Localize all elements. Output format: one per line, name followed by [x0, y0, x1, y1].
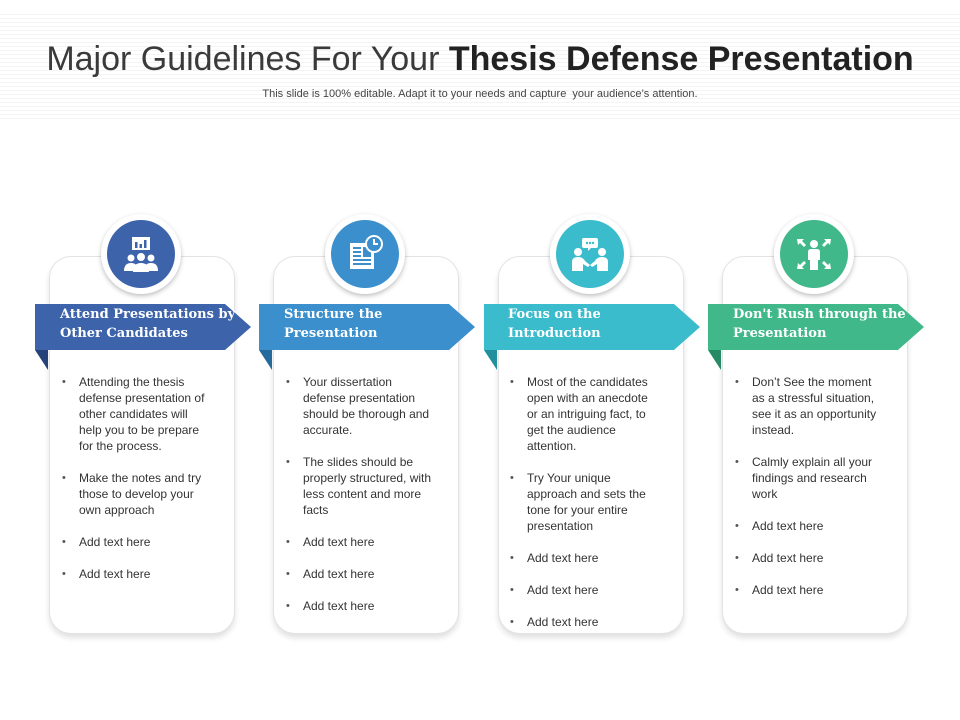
bullet-list-1: Attending the thesis defense presentatio…: [61, 374, 211, 598]
banner-fold-3: [484, 350, 497, 370]
list-item: Add text here: [734, 550, 884, 566]
icon-circle-3: [550, 214, 630, 294]
list-item: Add text here: [509, 550, 659, 566]
list-item: Add text here: [61, 566, 211, 582]
banner-fold-4: [708, 350, 721, 370]
list-item: Add text here: [509, 582, 659, 598]
conversation-handshake-icon: [572, 238, 608, 271]
list-item: Don’t See the moment as a stressful situ…: [734, 374, 884, 438]
list-item: Your dissertation defense presentation s…: [285, 374, 435, 438]
audience-chart-icon: [124, 237, 158, 272]
list-item: Add text here: [285, 534, 435, 550]
list-item: Calmly explain all your findings and res…: [734, 454, 884, 502]
header-band: [0, 14, 960, 122]
title-regular: Major Guidelines For Your: [46, 40, 449, 78]
guideline-heading-4: Don't Rush through the Presentation: [733, 307, 906, 341]
list-item: Attending the thesis defense presentatio…: [61, 374, 211, 454]
slide-title: Major Guidelines For Your Thesis Defense…: [0, 40, 960, 79]
list-item: Add text here: [734, 582, 884, 598]
bullet-list-4: Don’t See the moment as a stressful situ…: [734, 374, 884, 614]
banner-fold-1: [35, 350, 48, 370]
bullet-list-2: Your dissertation defense presentation s…: [285, 374, 435, 630]
icon-circle-fill-3: [556, 220, 624, 288]
guideline-heading-3: Focus on the Introduction: [508, 307, 601, 341]
icon-circle-fill-4: [780, 220, 848, 288]
icon-circle-1: [101, 214, 181, 294]
document-clock-icon: [350, 235, 383, 269]
slide-subtitle: This slide is 100% editable. Adapt it to…: [262, 88, 698, 100]
list-item: The slides should be properly structured…: [285, 454, 435, 518]
list-item: Add text here: [285, 566, 435, 582]
guideline-heading-2: Structure the Presentation: [284, 307, 383, 341]
guideline-heading-1: Attend Presentations by Other Candidates: [60, 307, 236, 341]
list-item: Make the notes and try those to develop …: [61, 470, 211, 518]
bullet-list-3: Most of the candidates open with an anec…: [509, 374, 659, 646]
list-item: Add text here: [509, 614, 659, 630]
list-item: Add text here: [734, 518, 884, 534]
banner-fold-2: [259, 350, 272, 370]
icon-circle-4: [774, 214, 854, 294]
heading-banner-3: [484, 304, 700, 350]
icon-circle-2: [325, 214, 405, 294]
list-item: Try Your unique approach and sets the to…: [509, 470, 659, 534]
heading-banner-4: [708, 304, 924, 350]
heading-banner-1: [35, 304, 251, 350]
heading-banner-2: [259, 304, 475, 350]
person-arrows-icon: [797, 239, 831, 270]
icon-circle-fill-2: [331, 220, 399, 288]
title-bold: Thesis Defense Presentation: [448, 40, 914, 78]
list-item: Add text here: [285, 598, 435, 614]
list-item: Most of the candidates open with an anec…: [509, 374, 659, 454]
icon-circle-fill-1: [107, 220, 175, 288]
list-item: Add text here: [61, 534, 211, 550]
